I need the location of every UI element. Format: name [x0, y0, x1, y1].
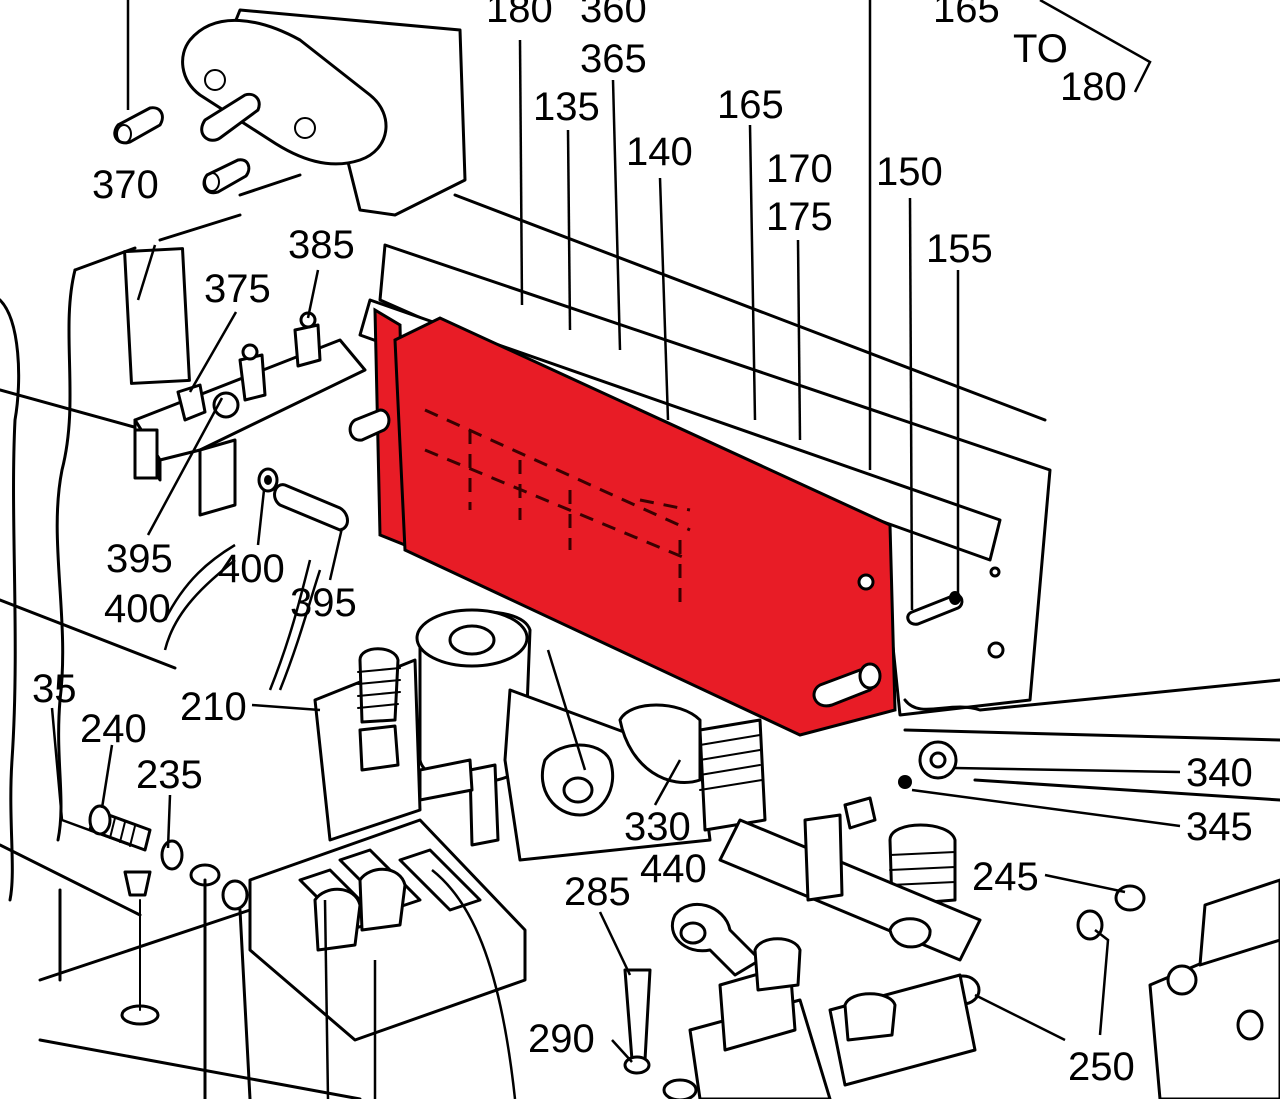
callout-345: 345: [1186, 805, 1253, 849]
callout-170: 170: [766, 147, 833, 191]
callout-180-b: 180: [1060, 65, 1127, 109]
callout-labels: 180 360 365 135 140 165 170 175 150 155 …: [32, 0, 1253, 1089]
callout-360: 360: [580, 0, 647, 31]
callout-to: TO: [1013, 27, 1068, 71]
motor-housing: [113, 8, 467, 217]
fasteners-left: [88, 804, 252, 1099]
callout-210: 210: [180, 685, 247, 729]
terminal-bracket: [133, 311, 367, 517]
callout-155: 155: [926, 227, 993, 271]
contactor-terminals: [698, 718, 982, 962]
callout-395-a: 395: [106, 537, 173, 581]
callout-440: 440: [640, 847, 707, 891]
callout-140: 140: [626, 130, 693, 174]
callout-180-top: 180: [486, 0, 553, 31]
callout-285: 285: [564, 870, 631, 914]
leader-lines: [50, 0, 1181, 1099]
callout-395-b: 395: [290, 581, 357, 625]
stud-395: [257, 467, 349, 532]
solenoid-assembly: [313, 608, 712, 862]
ring-lugs: [618, 703, 762, 977]
callout-400-a: 400: [218, 547, 285, 591]
callout-365: 365: [580, 37, 647, 81]
callout-135: 135: [533, 85, 600, 129]
callout-330: 330: [624, 805, 691, 849]
callout-35: 35: [32, 667, 77, 711]
callout-150: 150: [876, 150, 943, 194]
callout-245: 245: [972, 855, 1039, 899]
callout-165-b: 165: [933, 0, 1000, 31]
terminal-block: [38, 818, 527, 1099]
callout-250: 250: [1068, 1045, 1135, 1089]
callout-175: 175: [766, 195, 833, 239]
callout-400-b: 400: [104, 587, 171, 631]
left-frame: [0, 213, 242, 917]
callout-240: 240: [80, 707, 147, 751]
callout-370: 370: [92, 163, 159, 207]
callout-235: 235: [136, 753, 203, 797]
callout-165-a: 165: [717, 83, 784, 127]
callout-340: 340: [1186, 751, 1253, 795]
callout-375: 375: [204, 267, 271, 311]
lower-busbar: [623, 937, 977, 1099]
callout-385: 385: [288, 223, 355, 267]
right-bracket: [915, 878, 1280, 1099]
callout-290: 290: [528, 1017, 595, 1061]
highlighted-cover: [348, 307, 897, 737]
